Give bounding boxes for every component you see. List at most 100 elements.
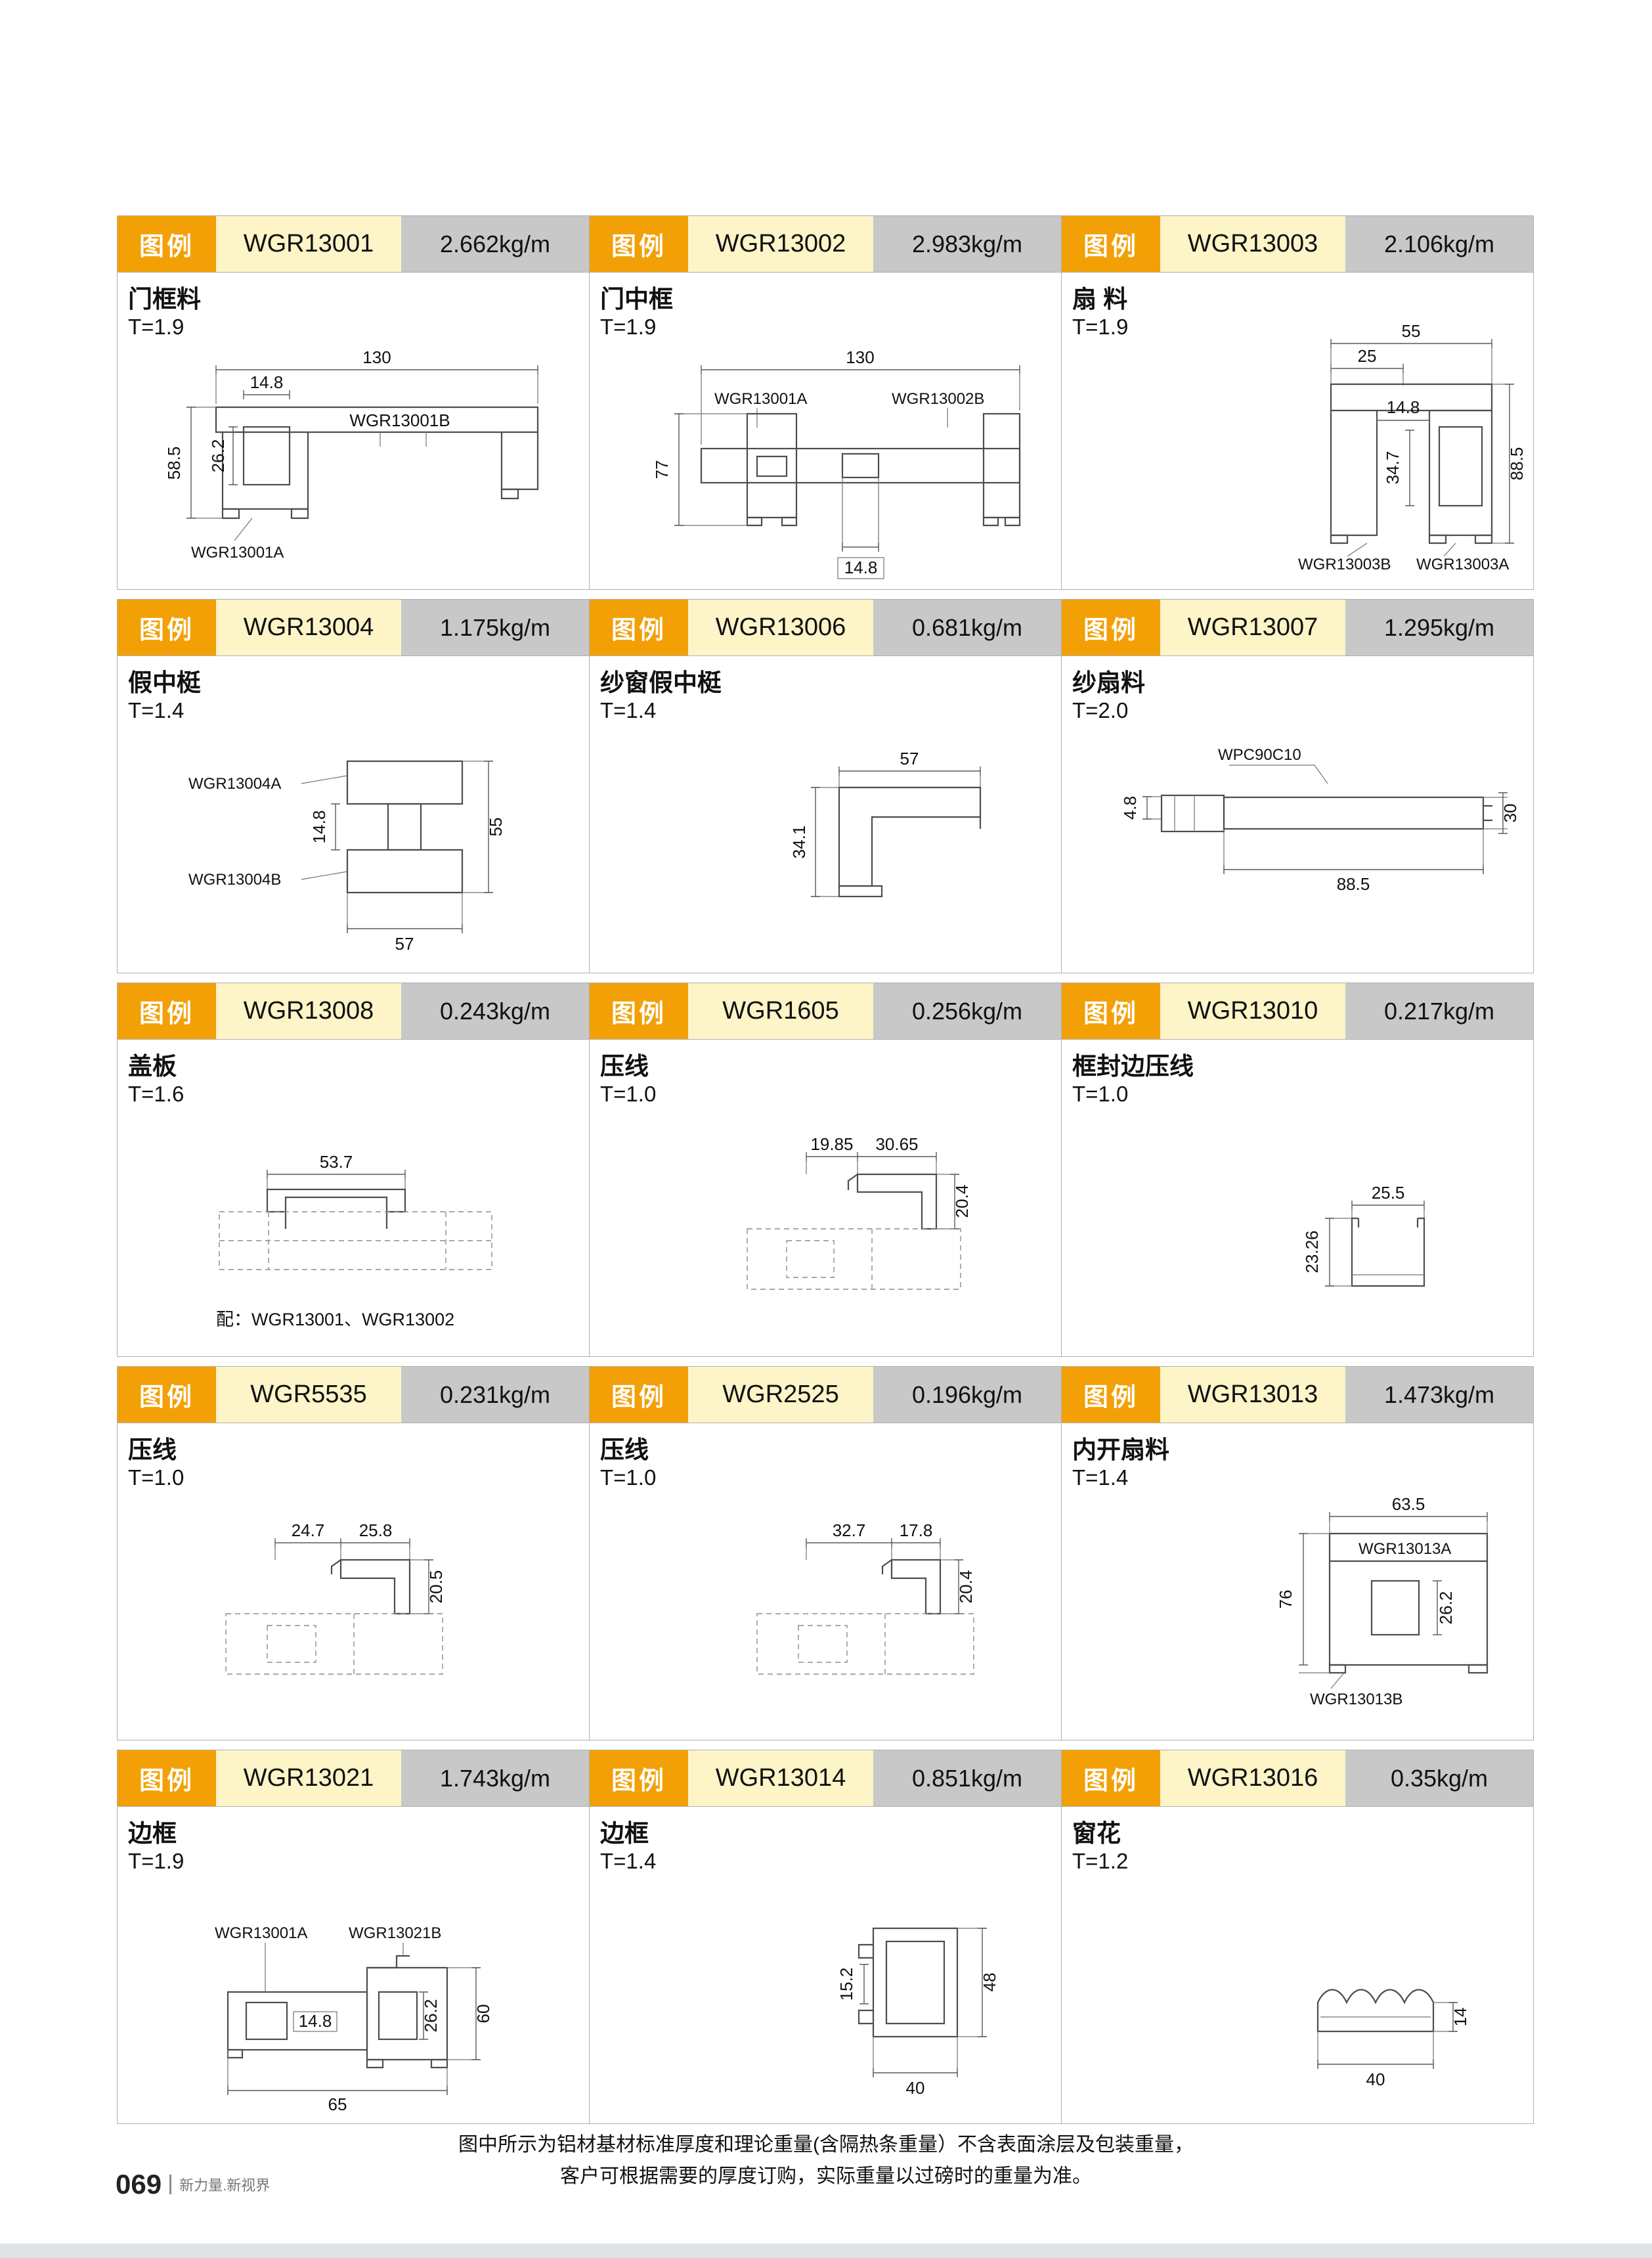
profile-weight: 1.175kg/m — [401, 600, 589, 655]
mating-profile-dashed — [219, 1211, 492, 1270]
legend-badge: 图例 — [1062, 1367, 1160, 1423]
profile-weight: 1.743kg/m — [401, 1750, 589, 1806]
profile-code: WGR13021 — [216, 1750, 401, 1806]
dim-label: 130 — [846, 347, 874, 367]
page-bottom-band — [0, 2244, 1652, 2258]
profile-drawing: 55 25 14.8 — [1298, 321, 1527, 573]
dim-label: 130 — [362, 347, 391, 367]
cell-body: 框封边压线 T=1.0 25.5 23.26 — [1062, 1040, 1533, 1356]
dim-label: 17.8 — [900, 1520, 933, 1540]
profile-drawing: 53.7 配：WGR13001、WGR13002 — [216, 1152, 492, 1329]
profile-title: 压线 — [600, 1053, 649, 1080]
dim-label: 88.5 — [1507, 447, 1527, 481]
profile-outline — [215, 406, 539, 520]
profile-title: 边框 — [600, 1820, 649, 1847]
legend-badge: 图例 — [590, 983, 688, 1039]
cell-header: 图例 WGR5535 0.231kg/m — [118, 1367, 589, 1423]
cell-body: 门中框 T=1.9 130 WGR13001A WGR13002B — [590, 273, 1061, 589]
part-label: WGR13002B — [892, 390, 984, 408]
cell-wgr13016: 图例 WGR13016 0.35kg/m 窗花 T=1.2 14 — [1061, 1750, 1534, 2124]
cell-wgr13004: 图例 WGR13004 1.175kg/m 假中梃 T=1.4 WGR13004… — [117, 599, 590, 973]
profile-code: WGR13014 — [688, 1750, 873, 1806]
profile-code: WGR13007 — [1160, 600, 1345, 655]
profile-title: 窗花 — [1072, 1820, 1121, 1847]
dim-label: 14.8 — [1387, 397, 1420, 417]
profile-thickness: T=1.0 — [1072, 1082, 1129, 1106]
legend-badge: 图例 — [590, 600, 688, 655]
profile-code: WGR2525 — [688, 1367, 873, 1423]
dim-label: 77 — [652, 460, 672, 479]
profile-title: 框封边压线 — [1072, 1053, 1194, 1080]
profile-drawing: WGR13001A WGR13021B 14.8 — [215, 1924, 493, 2114]
part-label: WGR13003B — [1298, 556, 1391, 573]
cell-header: 图例 WGR1605 0.256kg/m — [590, 983, 1061, 1040]
cell-header: 图例 WGR13010 0.217kg/m — [1062, 983, 1533, 1040]
profile-drawing: 14 40 — [1316, 1989, 1470, 2089]
cell-wgr2525: 图例 WGR2525 0.196kg/m 压线 T=1.0 32.7 17.8 — [589, 1366, 1062, 1740]
part-label: WGR13001B — [349, 410, 450, 430]
profile-drawing: 57 34.1 — [789, 749, 982, 898]
profile-thickness: T=1.6 — [128, 1082, 185, 1106]
profile-title: 边框 — [128, 1820, 177, 1847]
cell-body: 扇 料 T=1.9 55 25 — [1062, 273, 1533, 589]
profile-code: WGR13016 — [1160, 1750, 1345, 1806]
profile-title: 门框料 — [128, 286, 201, 313]
legend-badge: 图例 — [118, 1367, 216, 1423]
dim-label: 25.8 — [359, 1520, 393, 1540]
legend-badge: 图例 — [118, 983, 216, 1039]
dim-label: 23.26 — [1302, 1230, 1322, 1273]
dim-label: 48 — [980, 1973, 999, 1992]
profile-outline — [227, 1955, 448, 2069]
profile-title: 内开扇料 — [1072, 1436, 1169, 1463]
part-label: WGR13004A — [188, 775, 281, 793]
profile-title: 纱窗假中梃 — [600, 669, 722, 696]
profile-outline — [838, 786, 982, 898]
profile-drawing: 130 14.8 — [164, 347, 539, 562]
mating-profile-dashed — [225, 1613, 443, 1675]
profile-weight: 0.243kg/m — [401, 983, 589, 1039]
dim-label: 20.5 — [426, 1570, 446, 1604]
dim-label: 57 — [395, 934, 414, 954]
profile-thickness: T=1.9 — [128, 1849, 185, 1873]
cell-wgr13007: 图例 WGR13007 1.295kg/m 纱扇料 T=2.0 WPC90C10 — [1061, 599, 1534, 973]
dim-label: 30.65 — [875, 1134, 918, 1154]
cell-header: 图例 WGR13013 1.473kg/m — [1062, 1367, 1533, 1423]
cell-body: 压线 T=1.0 32.7 17.8 20. — [590, 1423, 1061, 1740]
footer-line2: 客户可根据需要的厚度订购，实际重量以过磅时的重量为准。 — [560, 2165, 1092, 2187]
cell-wgr13006: 图例 WGR13006 0.681kg/m 纱窗假中梃 T=1.4 57 — [589, 599, 1062, 973]
cell-body: 假中梃 T=1.4 WGR13004A WGR13004B 14.8 — [118, 656, 589, 973]
cell-header: 图例 WGR13016 0.35kg/m — [1062, 1750, 1533, 1807]
cell-body: 边框 T=1.4 15.2 48 — [590, 1807, 1061, 2123]
cell-wgr13001: 图例 WGR13001 2.662kg/m 门框料 T=1.9 130 14.8 — [117, 215, 590, 590]
profile-outline — [1316, 1989, 1435, 2033]
profile-code: WGR13002 — [688, 216, 873, 272]
profile-code: WGR1605 — [688, 983, 873, 1039]
profile-code: WGR13003 — [1160, 216, 1345, 272]
cell-wgr13010: 图例 WGR13010 0.217kg/m 框封边压线 T=1.0 25.5 — [1061, 983, 1534, 1357]
dim-label: 55 — [1402, 321, 1421, 341]
part-label: WGR13001A — [215, 1924, 307, 1942]
cell-wgr13008: 图例 WGR13008 0.243kg/m 盖板 T=1.6 53.7 — [117, 983, 590, 1357]
cell-body: 压线 T=1.0 24.7 25.8 20. — [118, 1423, 589, 1740]
profile-weight: 0.231kg/m — [401, 1367, 589, 1423]
cell-body: 边框 T=1.9 WGR13001A WGR13021B — [118, 1807, 589, 2123]
grid-row-1: 图例 WGR13001 2.662kg/m 门框料 T=1.9 130 14.8 — [117, 215, 1535, 590]
cell-body: 压线 T=1.0 19.85 30.65 2 — [590, 1040, 1061, 1356]
dim-label: 4.8 — [1120, 796, 1140, 820]
dim-label: 32.7 — [833, 1520, 866, 1540]
legend-badge: 图例 — [118, 1750, 216, 1806]
dim-label: 14.8 — [309, 810, 329, 844]
profile-title: 压线 — [128, 1436, 177, 1463]
part-label: WGR13021B — [349, 1924, 441, 1942]
profile-thickness: T=1.2 — [1072, 1849, 1129, 1873]
dim-label: 14.8 — [844, 558, 878, 577]
profile-thickness: T=1.4 — [600, 698, 657, 722]
profile-outline — [266, 1188, 406, 1229]
dim-label: 53.7 — [320, 1152, 353, 1172]
profile-weight: 1.473kg/m — [1345, 1367, 1533, 1423]
profile-outline — [847, 1173, 938, 1230]
part-label: WPC90C10 — [1218, 746, 1301, 764]
profile-outline — [1328, 1532, 1489, 1674]
dim-label: 25.5 — [1372, 1183, 1405, 1203]
